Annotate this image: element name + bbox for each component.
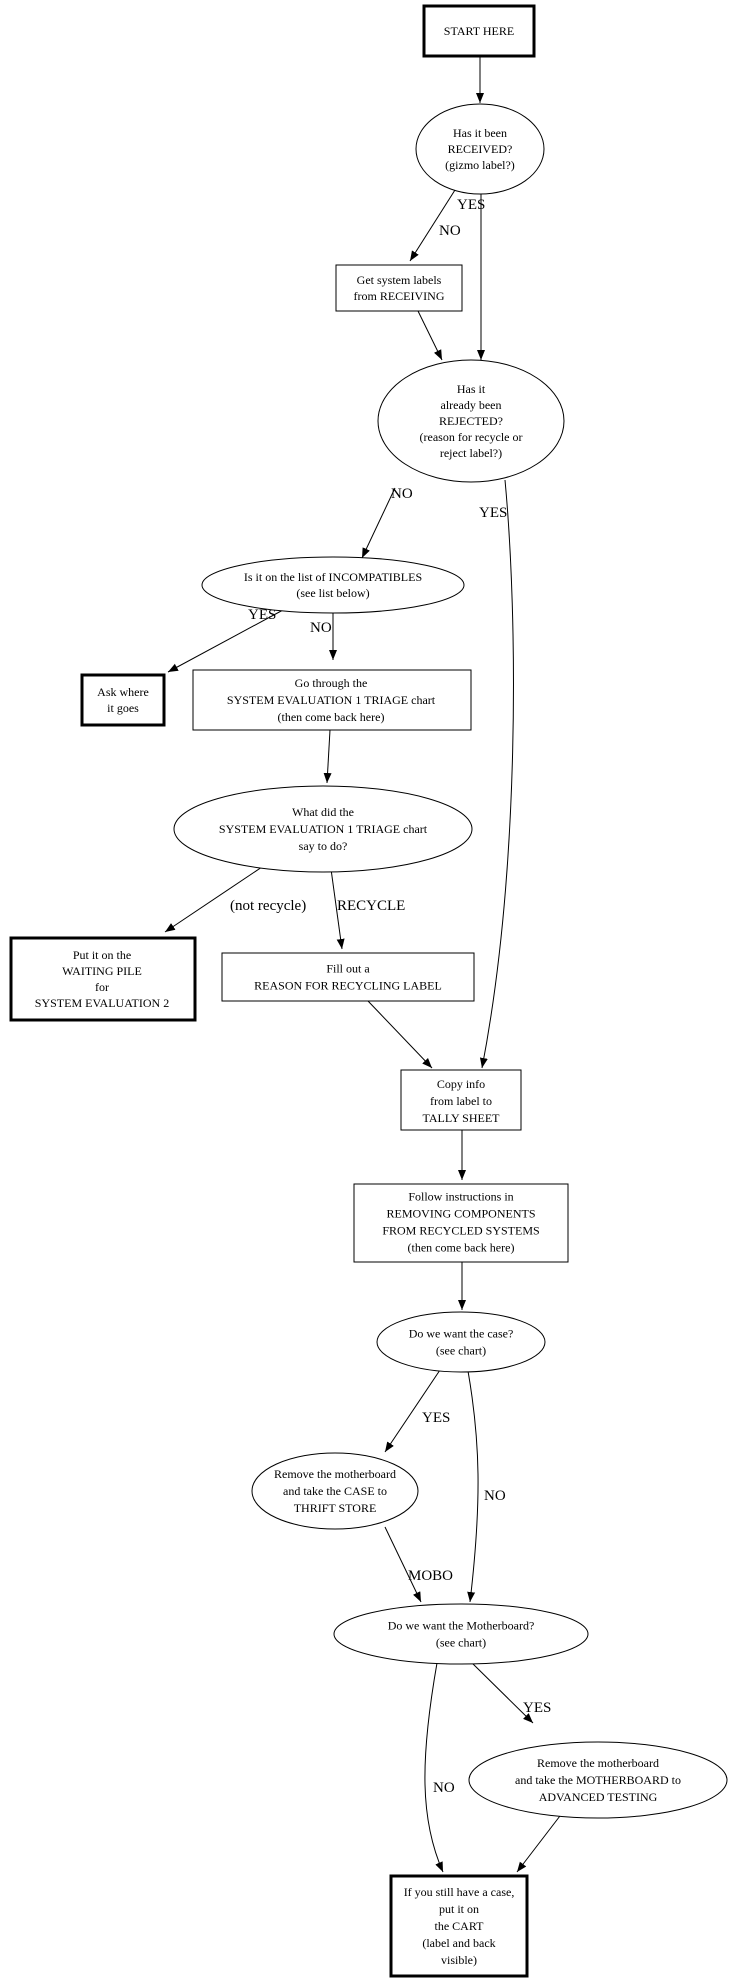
node-case-question: Do we want the case? (see chart) xyxy=(376,1311,546,1373)
node-label-line: (see chart) xyxy=(436,1344,486,1358)
edge-labels: YES NO NO YES YES NO (not recycle) RECYC… xyxy=(230,197,551,1796)
node-label-line: RECEIVED? xyxy=(448,142,513,156)
node-label-line: THRIFT STORE xyxy=(294,1501,377,1515)
edge-label-mobo-no: NO xyxy=(433,1780,455,1796)
edge-label-mobo-yes: YES xyxy=(523,1700,551,1716)
edge-label-rejected-no: NO xyxy=(391,486,413,502)
node-label-line: Copy info xyxy=(437,1077,485,1091)
edge-get-labels-to-rejected xyxy=(417,310,443,361)
edge-reason-to-copy xyxy=(367,1000,433,1069)
node-incompatibles-question: Is it on the list of INCOMPATIBLES (see l… xyxy=(201,556,465,614)
node-label-line: Has it been xyxy=(453,126,507,140)
node-reason-label: Fill out a REASON FOR RECYCLING LABEL xyxy=(221,952,475,1002)
edge-triage-to-triage-q xyxy=(323,729,332,784)
node-label-line: SYSTEM EVALUATION 2 xyxy=(35,996,169,1010)
node-cart: If you still have a case, put it on the CA… xyxy=(389,1874,529,1978)
node-thrift-store: Remove the motherboard and take the CASE … xyxy=(251,1452,419,1530)
node-label-line: ADVANCED TESTING xyxy=(539,1790,658,1804)
node-label-line: Ask where xyxy=(97,685,149,699)
node-ask-where: Ask where it goes xyxy=(80,673,166,727)
node-label-line: (reason for recycle or xyxy=(420,430,523,444)
node-label-line: it goes xyxy=(107,701,139,715)
node-label-line: Put it on the xyxy=(73,948,131,962)
edge-label-mobo: MOBO xyxy=(408,1568,453,1584)
edge-mobo-q-to-cart-no xyxy=(424,1662,444,1873)
edge-case-q-to-mobo-q-no xyxy=(467,1370,479,1603)
edge-triage-q-to-waiting xyxy=(164,864,266,933)
node-label-line: (then come back here) xyxy=(278,710,385,724)
edge-mobo-q-to-advanced-yes xyxy=(469,1660,534,1724)
node-label-line: (see list below) xyxy=(296,586,369,600)
flowchart-edges xyxy=(164,57,564,1873)
node-label-line: visible) xyxy=(441,1953,477,1967)
node-label-line: and take the MOTHERBOARD to xyxy=(515,1773,681,1787)
edge-triage-q-to-reason xyxy=(330,868,345,950)
edge-label-received-yes: YES xyxy=(457,197,485,213)
edge-label-recycle: RECYCLE xyxy=(337,898,405,914)
node-label-line: REMOVING COMPONENTS xyxy=(386,1207,535,1221)
node-label-line: (gizmo label?) xyxy=(445,158,515,172)
node-label-line: REJECTED? xyxy=(439,414,503,428)
node-label-line: Do we want the Motherboard? xyxy=(388,1619,535,1633)
node-label-line: REASON FOR RECYCLING LABEL xyxy=(254,979,442,993)
edge-label-rejected-yes: YES xyxy=(479,505,507,521)
node-label-line: Is it on the list of INCOMPATIBLES xyxy=(244,570,422,584)
edge-case-q-to-thrift-yes xyxy=(384,1369,441,1453)
node-follow-instructions: Follow instructions in REMOVING COMPONENT… xyxy=(353,1183,569,1263)
node-label-line: the CART xyxy=(435,1919,485,1933)
node-label-line: Remove the motherboard xyxy=(537,1756,659,1770)
edge-rejected-to-copy-yes xyxy=(479,479,514,1069)
node-label-line: Follow instructions in xyxy=(408,1190,513,1204)
node-label-line: FROM RECYCLED SYSTEMS xyxy=(382,1224,539,1238)
edge-thrift-to-mobo-q xyxy=(384,1526,422,1603)
node-get-system-labels: Get system labels from RECEIVING xyxy=(335,264,463,312)
edge-incompat-to-ask-yes xyxy=(167,609,284,673)
node-label-line: Remove the motherboard xyxy=(274,1467,396,1481)
edge-label-received-no: NO xyxy=(439,223,461,239)
node-label-line: from RECEIVING xyxy=(354,289,445,303)
edge-label-case-yes: YES xyxy=(422,1410,450,1426)
edge-label-case-no: NO xyxy=(484,1488,506,1504)
node-motherboard-question: Do we want the Motherboard? (see chart) xyxy=(333,1603,589,1665)
node-label-line: What did the xyxy=(292,805,354,819)
node-label-line: TALLY SHEET xyxy=(422,1111,500,1125)
node-label-line: for xyxy=(95,980,109,994)
edge-label-incompat-yes: YES xyxy=(248,607,276,623)
node-label-line: (see chart) xyxy=(436,1636,486,1650)
node-label-line: Get system labels xyxy=(357,273,442,287)
node-label-line: Has it xyxy=(457,382,486,396)
edge-received-to-get-labels-no xyxy=(409,189,456,262)
node-label-line: Fill out a xyxy=(326,962,370,976)
node-label-line: from label to xyxy=(430,1094,492,1108)
node-label-line: and take the CASE to xyxy=(283,1484,387,1498)
node-label-line: SYSTEM EVALUATION 1 TRIAGE chart xyxy=(219,822,428,836)
node-start: START HERE xyxy=(422,4,536,58)
node-advanced-testing: Remove the motherboard and take the MOTHE… xyxy=(468,1741,728,1819)
node-label-line: Do we want the case? xyxy=(409,1327,514,1341)
node-label-line: put it on xyxy=(439,1902,479,1916)
node-label-line: say to do? xyxy=(299,839,348,853)
node-label-line: WAITING PILE xyxy=(62,964,142,978)
node-label-line: If you still have a case, xyxy=(404,1885,515,1899)
edge-rejected-to-incompat-no xyxy=(361,487,396,559)
node-label-line: already been xyxy=(441,398,502,412)
edge-label-incompat-no: NO xyxy=(310,620,332,636)
edge-advanced-to-cart xyxy=(516,1811,564,1873)
node-label-line: Go through the xyxy=(295,676,368,690)
node-label-line: (then come back here) xyxy=(408,1241,515,1255)
node-label-line: reject label?) xyxy=(440,446,502,460)
edge-label-not-recycle: (not recycle) xyxy=(230,898,306,914)
node-label-line: START HERE xyxy=(444,24,514,38)
node-label-line: SYSTEM EVALUATION 1 TRIAGE chart xyxy=(227,693,436,707)
node-label-line: (label and back xyxy=(422,1936,495,1950)
node-copy-info: Copy info from label to TALLY SHEET xyxy=(400,1069,522,1131)
